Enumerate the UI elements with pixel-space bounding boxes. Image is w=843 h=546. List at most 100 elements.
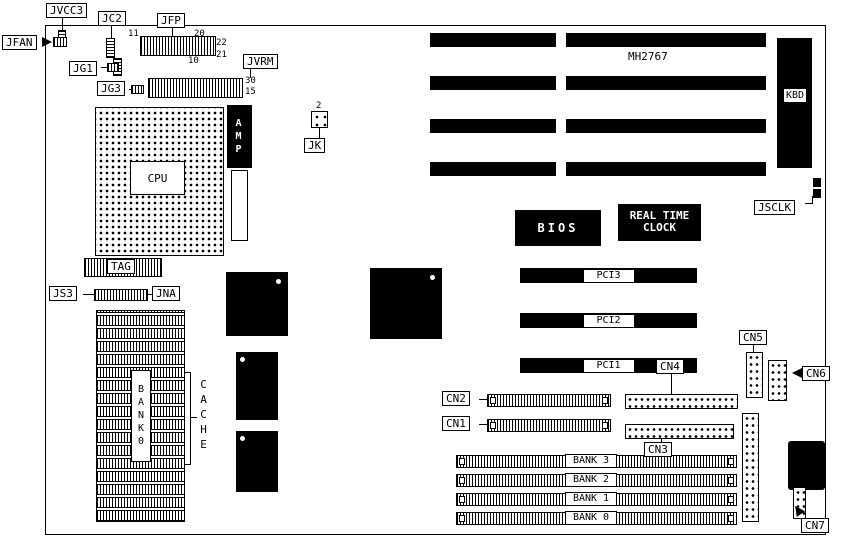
jsclk-connector xyxy=(813,189,821,198)
leader-line xyxy=(753,345,754,352)
jfp-pin-10: 10 xyxy=(188,56,199,66)
end-cap xyxy=(602,422,608,429)
cn2-header xyxy=(487,394,611,407)
simm-bank3-socket: BANK 3 xyxy=(456,454,737,468)
cache-brace xyxy=(184,464,191,465)
jg1-header xyxy=(107,63,119,72)
leader-line xyxy=(250,69,251,78)
bank2-label: BANK 2 xyxy=(565,473,617,487)
callout-jg3: JG3 xyxy=(97,81,125,96)
end-cap xyxy=(728,496,734,503)
cn4-connector xyxy=(625,394,738,409)
callout-jna: JNA xyxy=(152,286,180,301)
bank1-label: BANK 1 xyxy=(565,492,617,506)
jk-jumper xyxy=(311,111,328,128)
leader-line xyxy=(148,294,152,295)
cn3-connector xyxy=(625,424,734,439)
js3-jna-header xyxy=(94,289,148,301)
pci2-slot: PCI2 xyxy=(520,313,697,328)
leader-line xyxy=(661,439,662,443)
bios-label: BIOS xyxy=(537,221,579,235)
callout-cn2: CN2 xyxy=(442,391,470,406)
amp-label: AMP xyxy=(233,117,244,157)
leader-line xyxy=(62,18,63,30)
end-cap xyxy=(728,515,734,522)
cn6-arrow-icon xyxy=(792,368,802,378)
pci1-slot: PCI1 xyxy=(520,358,697,373)
jvrm-pin-15: 15 xyxy=(245,87,256,97)
pci1-label: PCI1 xyxy=(582,358,635,373)
callout-js3: JS3 xyxy=(49,286,77,301)
jk-pin-2: 2 xyxy=(316,101,322,111)
leader-line xyxy=(319,128,320,138)
jc2-header xyxy=(106,38,115,58)
bank0-label: BANK 0 xyxy=(565,511,617,525)
callout-jg1: JG1 xyxy=(69,61,97,76)
cache-brace xyxy=(184,372,191,373)
isa-slot-segment xyxy=(430,33,556,47)
jvrm-pin-30: 30 xyxy=(245,76,256,86)
cn1-header xyxy=(487,419,611,432)
right-edge-header xyxy=(742,413,759,522)
leader-line xyxy=(671,374,672,394)
callout-cn7: CN7 xyxy=(801,518,829,533)
pci2-label: PCI2 xyxy=(582,313,635,328)
callout-jk: JK xyxy=(304,138,326,153)
end-cap xyxy=(459,458,465,465)
isa-slot-segment xyxy=(430,119,556,133)
cn6-connector xyxy=(768,360,787,401)
jfp-pin-11: 11 xyxy=(128,29,139,39)
leader-line xyxy=(805,203,813,204)
callout-jfp: JFP xyxy=(157,13,185,28)
callout-cn3: CN3 xyxy=(644,442,672,457)
jfp-header xyxy=(140,36,216,56)
simm-bank1-socket: BANK 1 xyxy=(456,492,737,506)
amp-module xyxy=(227,105,252,168)
leader-line xyxy=(479,424,487,425)
pci3-label: PCI3 xyxy=(582,268,635,283)
kbd-label: KBD xyxy=(783,88,808,103)
end-cap xyxy=(490,397,496,404)
callout-cn4: CN4 xyxy=(656,359,684,374)
jfp-pin-20: 20 xyxy=(194,29,205,39)
end-cap xyxy=(459,477,465,484)
chip-pin1-dot xyxy=(276,279,281,284)
end-cap xyxy=(490,422,496,429)
simm-bank0-label: BANK0 xyxy=(131,370,151,462)
cache-brace xyxy=(190,372,191,465)
chip-pin1-dot xyxy=(240,357,245,362)
bios-chip xyxy=(515,210,601,246)
external-connector xyxy=(788,441,825,490)
leader-line xyxy=(111,26,112,38)
end-cap xyxy=(459,496,465,503)
end-cap xyxy=(459,515,465,522)
leader-line xyxy=(83,294,94,295)
rtc-label-line1: REAL TIME xyxy=(629,209,690,222)
callout-jfan: JFAN xyxy=(2,35,37,50)
qfp-chip xyxy=(370,268,442,339)
leader-line xyxy=(129,89,131,90)
jfp-pin-21: 21 xyxy=(216,50,227,60)
amp-module-body xyxy=(231,170,248,241)
end-cap xyxy=(728,458,734,465)
chip-pin1-dot xyxy=(240,436,245,441)
isa-slot-segment xyxy=(430,162,556,176)
bank3-label: BANK 3 xyxy=(565,454,617,468)
jfan-arrow-icon xyxy=(42,37,52,47)
callout-cn6: CN6 xyxy=(802,366,830,381)
jfp-pin-22: 22 xyxy=(216,38,227,48)
ic-chip xyxy=(236,352,278,420)
simm-bank0-socket: BANK 0 xyxy=(456,511,737,525)
end-cap xyxy=(602,397,608,404)
cpu-label: CPU xyxy=(130,161,185,195)
callout-tag: TAG xyxy=(107,259,135,274)
callout-jc2: JC2 xyxy=(98,11,126,26)
leader-line xyxy=(479,399,487,400)
board-part-number: MH2767 xyxy=(628,50,668,63)
isa-slot-segment xyxy=(566,33,766,47)
cn5-connector xyxy=(746,352,763,398)
callout-jsclk: JSCLK xyxy=(754,200,796,215)
kbd-connector xyxy=(777,38,812,168)
callout-cn5: CN5 xyxy=(739,330,767,345)
